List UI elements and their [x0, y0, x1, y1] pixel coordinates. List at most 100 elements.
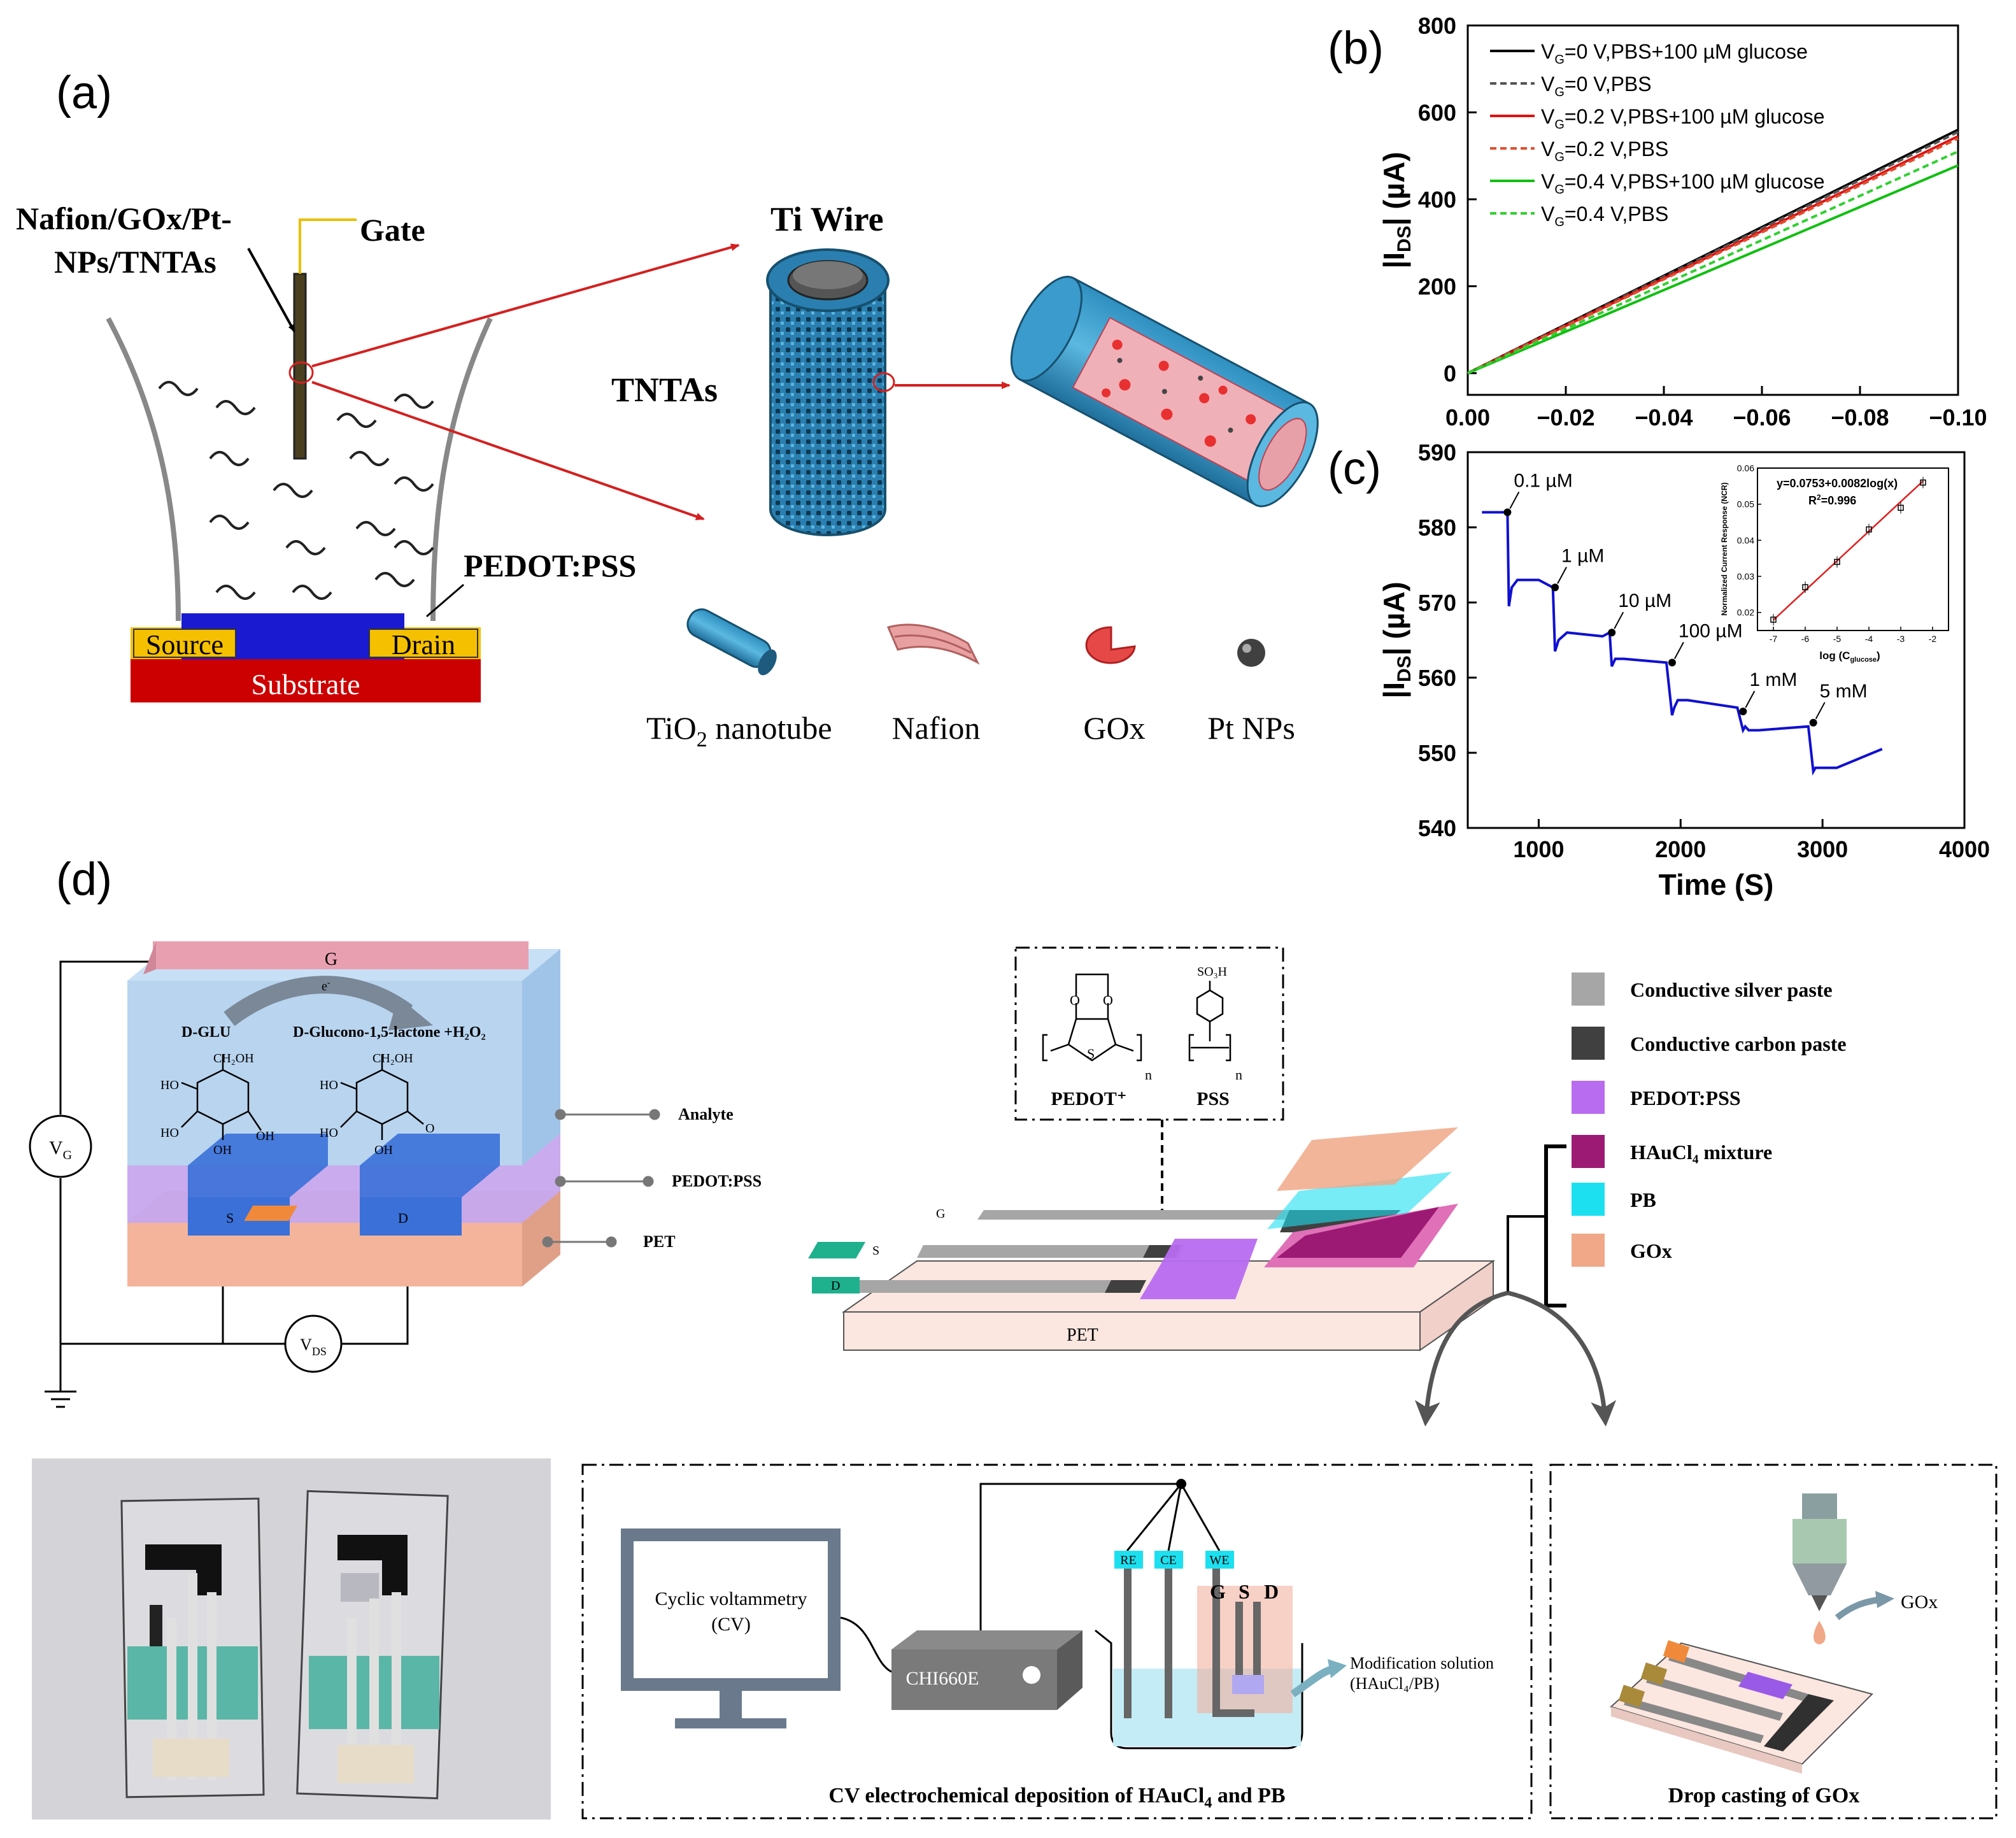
chart-c-frame	[1466, 451, 1966, 829]
cv-d-label: D	[1264, 1580, 1279, 1603]
pb-layer	[1267, 1172, 1452, 1229]
chart-c-ytick-label: 570	[1418, 590, 1456, 616]
chart-b-ytick-label: 800	[1418, 13, 1456, 39]
drain-pad	[369, 629, 478, 658]
pad-g	[244, 1206, 298, 1221]
glucose-ho2: HO	[160, 1126, 179, 1140]
chart-b-ylabel: |IDS| (µA)	[1377, 152, 1415, 268]
panel-a: (a) Gate Nafion/GOx/Pt- NPs/TNTAs Source…	[16, 68, 1319, 752]
lactone-ho2: HO	[320, 1126, 338, 1140]
inset-plot: 0.020.030.040.050.06-7-6-5-4-3-2	[1737, 463, 1937, 644]
source-block-top	[188, 1134, 328, 1197]
materials-legend-label: PEDOT:PSS	[1630, 1086, 1741, 1109]
gate-label: Gate	[360, 212, 425, 248]
chart-c-annotation-marker	[1668, 659, 1676, 667]
silver-trace-g	[977, 1210, 1312, 1220]
chart-c-series-line	[1482, 511, 1883, 776]
materials-legend-swatch	[1572, 1234, 1605, 1267]
pad-s	[808, 1242, 866, 1258]
drop-gox-label: GOx	[1901, 1592, 1938, 1613]
drop-device-edge	[1611, 1707, 1802, 1774]
strip-d	[1253, 1602, 1261, 1678]
analyte-label: Analyte	[678, 1105, 734, 1123]
pedot-device	[1140, 1239, 1258, 1299]
solution-arrowhead	[1328, 1659, 1347, 1678]
lactone-ho1: HO	[320, 1078, 338, 1092]
gate-edge	[143, 941, 156, 974]
instrument-label: CHI660E	[906, 1668, 979, 1689]
chart-c-ylabel: |IDS| (µA)	[1377, 581, 1415, 698]
re-electrode	[1124, 1569, 1132, 1718]
re-label: RE	[1120, 1553, 1137, 1567]
chart-c-xlabel: Time (S)	[1659, 868, 1774, 901]
legend-gox-label: GOx	[1083, 710, 1145, 746]
dispenser-cap	[1802, 1493, 1837, 1519]
strip-channel	[1232, 1675, 1264, 1694]
pad-d	[812, 1277, 860, 1293]
materials-legend-label: HAuCl₄ mixture	[1630, 1141, 1772, 1164]
chart-b-xtick-label: −0.02	[1537, 404, 1594, 431]
source-label: Source	[146, 629, 224, 660]
pss-structure	[1188, 981, 1232, 1062]
glucose-ch2oh: CH₂OH	[213, 1051, 254, 1065]
pedot-pointer	[426, 583, 464, 618]
instrument-top	[891, 1630, 1083, 1649]
inset-xtick-label: -3	[1897, 634, 1905, 644]
chart-c-annotation-label: 0.1 µM	[1514, 470, 1572, 491]
electrode-pointer	[247, 248, 295, 332]
legend-nafion-ridge	[894, 634, 972, 654]
electrolyte-waves	[158, 381, 434, 600]
lactone-ch2oh: CH₂OH	[373, 1051, 413, 1065]
drop-trace-2	[1646, 1675, 1783, 1721]
chart-c-annotation-pointer	[1674, 641, 1684, 659]
drop-pad-2	[1640, 1662, 1668, 1685]
pss-n: n	[1235, 1067, 1242, 1083]
lactone-structure	[340, 1054, 424, 1140]
inset-xtick-label: -2	[1929, 634, 1937, 644]
chart-b-xtick-label: −0.06	[1733, 404, 1791, 431]
pedot-o-right: O	[1103, 992, 1113, 1008]
zoom-circle	[288, 361, 314, 384]
vds-label: VDS	[300, 1336, 327, 1358]
zoom-arrow-upper	[311, 243, 740, 367]
chart-c-annotation-marker	[1739, 708, 1747, 716]
panel-d: (d) VG VDS S D G e-	[29, 854, 1998, 1820]
gox-drop	[1814, 1621, 1826, 1644]
chart-b-ytick-label: 200	[1418, 273, 1456, 299]
ti-wire-body	[769, 279, 886, 536]
chart-b-series-line	[1467, 137, 1959, 374]
oect-d-label: D	[398, 1210, 408, 1226]
materials-legend-swatch	[1572, 1027, 1605, 1060]
inset-ytick-label: 0.03	[1737, 571, 1754, 581]
ti-wire-label: Ti Wire	[770, 200, 884, 238]
strip-s	[1235, 1602, 1243, 1678]
chart-b-xtick-label: 0.00	[1445, 404, 1490, 431]
drain-block	[360, 1197, 462, 1236]
inset-r2: R2=0.996	[1808, 493, 1856, 507]
electron-arrowhead	[388, 997, 433, 1030]
instrument-cable	[979, 1483, 1181, 1630]
glucose-oh2: OH	[213, 1143, 232, 1157]
silver-trace-s	[917, 1245, 1184, 1258]
photo-shade	[32, 1458, 551, 1820]
dispenser-body	[1792, 1519, 1847, 1564]
device-d-label: D	[831, 1279, 840, 1293]
vds-source	[284, 1314, 343, 1373]
solution-label-line1: Modification solution	[1350, 1654, 1494, 1672]
beaker	[1095, 1629, 1303, 1749]
re-tag	[1114, 1551, 1143, 1569]
oect-gate-label: G	[325, 950, 337, 969]
chart-b-legend-entry: VG=0 V,PBS+100 µM glucose	[1541, 40, 1808, 67]
analyte-side	[522, 949, 560, 1165]
drop-trace-3	[1624, 1697, 1764, 1743]
legend-nafion-icon	[886, 623, 980, 665]
gox-arrow	[1835, 1597, 1879, 1620]
chart-c-xtick-label: 4000	[1939, 836, 1990, 862]
drop-pad-1	[1663, 1640, 1690, 1663]
drop-caption: Drop casting of GOx	[1668, 1784, 1860, 1807]
pedot-n: n	[1145, 1067, 1152, 1083]
drop-pad-3	[1618, 1685, 1645, 1707]
electrode-label-line2: NPs/TNTAs	[54, 244, 217, 280]
